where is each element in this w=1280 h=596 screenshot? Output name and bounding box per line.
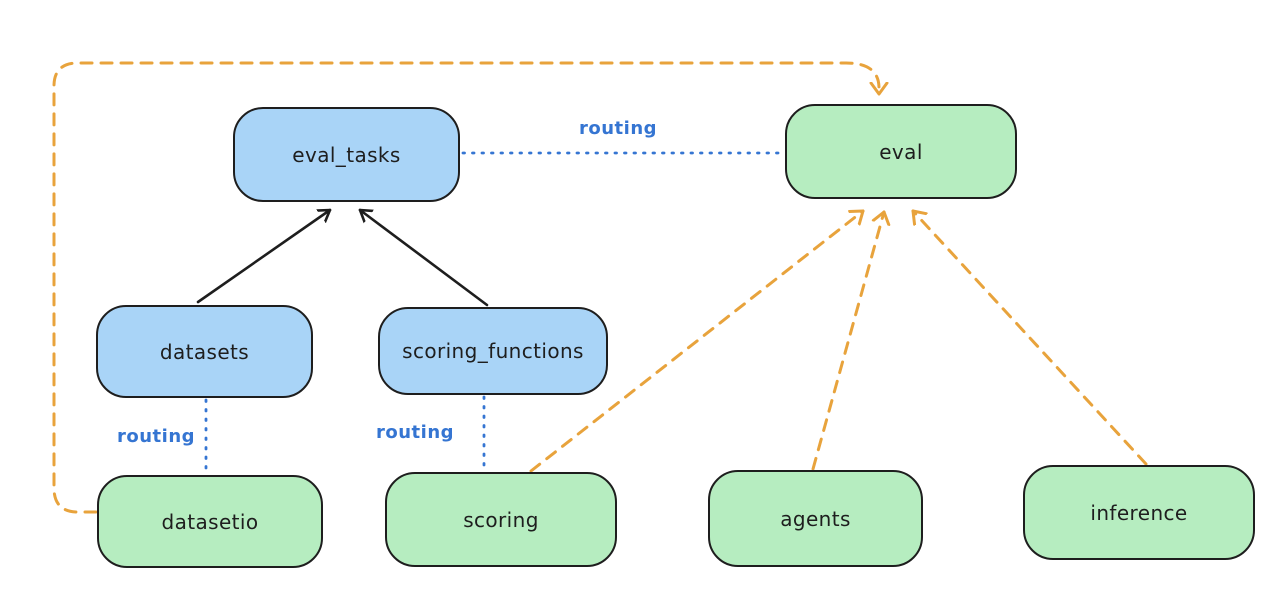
node-inference: inference [1023,465,1255,560]
node-datasets: datasets [96,305,313,398]
edge-inference-to-eval [911,209,1148,466]
node-agents-label: agents [780,506,851,531]
routing-label-datasets-datasetio: routing [116,426,196,447]
routing-label-eval-tasks-eval: routing [578,118,658,139]
node-scoring: scoring [385,472,617,567]
edge-agents-to-eval [811,210,884,471]
routing-label-scoring-functions-scoring: routing [375,422,455,443]
edge-scoring-functions-to-eval-tasks [358,208,489,307]
node-eval-tasks-label: eval_tasks [292,142,401,167]
node-eval-tasks: eval_tasks [233,107,460,202]
node-datasetio: datasetio [97,475,323,568]
node-datasets-label: datasets [159,339,250,364]
node-eval: eval [785,104,1017,199]
node-scoring-functions-label: scoring_functions [402,339,584,363]
edge-datasets-to-eval-tasks [196,208,332,304]
node-agents: agents [708,470,923,567]
node-datasetio-label: datasetio [161,509,259,534]
node-eval-label: eval [879,139,923,164]
node-scoring-functions: scoring_functions [378,307,608,395]
node-scoring-label: scoring [463,507,539,532]
node-inference-label: inference [1090,500,1188,525]
